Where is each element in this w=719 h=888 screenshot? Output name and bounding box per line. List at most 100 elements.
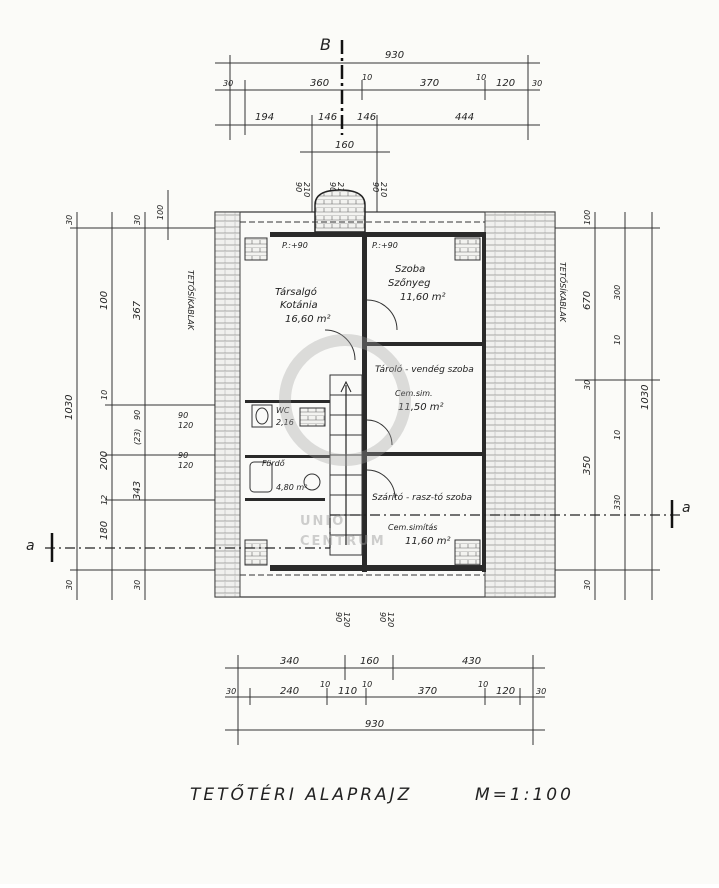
building: P.:+90 P.:+90	[214, 189, 556, 598]
dim-top-r2-c: 10	[362, 73, 372, 82]
dim-right-c1-d: 350	[582, 456, 593, 475]
bathroom-fixtures	[249, 404, 326, 493]
dim-left-c1-c: 30	[65, 580, 74, 590]
dim-right-c3-b: 10	[613, 335, 622, 345]
dim-bot-r2-i: 30	[536, 687, 546, 696]
room-szoba-floor: Szőnyeg	[388, 277, 430, 289]
door-dims-bottom: 90 120 90 120	[334, 612, 395, 627]
dim-top-r3-a: 194	[255, 112, 274, 123]
room-tarsalgo-floor: Kotánia	[280, 299, 318, 311]
room-tarsalgo-area: 16,60 m²	[285, 314, 331, 325]
door-dim-5: 90	[371, 182, 380, 192]
room-szoba-name: Szoba	[395, 264, 425, 275]
door-dim-9: 90	[334, 612, 343, 622]
roof-label-right: TETŐSÍKABLAK	[558, 262, 569, 323]
dim-right-c2: 1030	[640, 385, 651, 410]
dim-left-c2-d: 12	[100, 495, 109, 505]
dim-left-c1-a: 30	[65, 215, 74, 225]
dim-left-c3-c: 90	[133, 410, 142, 420]
room-wc-area: 2,16	[276, 418, 294, 427]
dim-left-c2-c: 200	[99, 451, 110, 470]
dim-right-c3-a: 300	[613, 285, 622, 300]
dim-top-r2-f: 120	[496, 78, 515, 89]
room-wc-name: WC	[276, 406, 290, 415]
dim-top-r2-a: 30	[223, 79, 233, 88]
room-labels: Társalgó Kotánia 16,60 m² Szoba Szőnyeg …	[262, 264, 474, 547]
dim-right-c1-e: 30	[583, 580, 592, 590]
drawing-scale: M=1:100	[475, 785, 574, 805]
top-dimensions: 930 30 360 10 370 10 120 30 194 146 146 …	[215, 50, 542, 215]
door-dim-11: 90	[378, 612, 387, 622]
dim-bot-r2-b: 240	[280, 686, 299, 697]
dim-top-r3-b: 146	[318, 112, 337, 123]
dim-left-c3-b: 367	[132, 300, 143, 320]
dim-left-s4: 120	[178, 461, 193, 470]
dim-top-930: 930	[385, 50, 404, 61]
bottom-dimensions: 340 160 430 30 240 10 110 10 370 10 120 …	[225, 655, 546, 745]
roof-slope-right	[484, 211, 556, 598]
window-label-2: P.:+90	[372, 241, 398, 250]
dim-bot-r2-g: 10	[478, 680, 488, 689]
dim-top-r2-g: 30	[532, 79, 542, 88]
dim-left-c3-a: 30	[133, 215, 142, 225]
dim-left-s2: 120	[178, 421, 193, 430]
room-tarolo-floor: Cem.sim.	[395, 389, 433, 398]
watermark-line1: UNIO	[300, 514, 345, 529]
section-mark-b: B	[320, 35, 344, 135]
dim-bot-r1-a: 340	[280, 656, 299, 667]
window-label-1: P.:+90	[282, 241, 308, 250]
dim-bot-r1-b: 160	[360, 656, 379, 667]
dim-left-c3-d: 343	[132, 481, 143, 500]
dormer	[314, 189, 366, 233]
dim-left-c4: 100	[156, 205, 165, 220]
door-dim-12: 120	[386, 612, 395, 627]
door-dim-10: 120	[342, 612, 351, 627]
room-szarito-area: 11,60 m²	[405, 536, 451, 547]
dim-left-c2-b: 10	[100, 390, 109, 400]
section-label-b: B	[320, 35, 331, 54]
dim-top-r2-b: 360	[310, 78, 329, 89]
section-label-a-right: a	[682, 500, 691, 516]
room-tarolo-area: 11,50 m²	[398, 402, 444, 413]
dim-left-s3: 90	[178, 451, 188, 460]
dim-right-c1-b: 670	[582, 291, 593, 310]
dim-top-r2-e: 10	[476, 73, 486, 82]
dim-bot-r2-c: 10	[320, 680, 330, 689]
room-szarito-floor: Cem.simítás	[388, 523, 437, 532]
dim-top-r3-d: 444	[455, 112, 474, 123]
room-tarolo-name: Tároló - vendég szoba	[375, 364, 474, 375]
dim-bot-r2-d: 110	[338, 686, 357, 697]
dim-right-c3-c: 10	[613, 430, 622, 440]
room-tarsalgo-name: Társalgó	[275, 286, 317, 298]
door-dim-6: 210	[379, 182, 388, 197]
dim-top-r3-c: 146	[357, 112, 376, 123]
room-szarito-name: Szárító - rasz-tó szoba	[372, 492, 472, 503]
dim-top-r2-d: 370	[420, 78, 439, 89]
room-furdo-area: 4,80 m²	[276, 483, 308, 492]
dim-left-c1-b: 1030	[64, 395, 75, 420]
roof-slope-left	[214, 211, 241, 598]
dim-left-s5: (23)	[133, 429, 142, 445]
drawing-title: TETŐTÉRI ALAPRAJZ	[190, 783, 412, 805]
door-dim-1: 90	[294, 182, 303, 192]
section-label-a-left: a	[26, 538, 35, 554]
dim-left-c3-e: 30	[133, 580, 142, 590]
watermark-line2: CENTRUM	[300, 534, 386, 549]
dim-bot-r3: 930	[365, 719, 384, 730]
room-szoba-area: 11,60 m²	[400, 292, 446, 303]
dim-top-r4: 160	[335, 140, 354, 151]
door-dim-3: 90	[328, 182, 337, 192]
room-furdo-name: Fürdő	[262, 459, 285, 468]
dim-left-c2-a: 100	[99, 291, 110, 310]
dim-bot-r1-c: 430	[462, 656, 481, 667]
dim-right-c1-c: 30	[583, 380, 592, 390]
dim-bot-r2-f: 370	[418, 686, 437, 697]
left-dimensions: 30 1030 30 100 10 200 12 180 30 367 90 3…	[64, 190, 215, 600]
watermark: UNIO CENTRUM	[279, 334, 411, 549]
door-dim-2: 210	[302, 182, 311, 197]
roof-label-left: TETŐSÍKABLAK	[186, 270, 197, 331]
dim-left-s1: 90	[178, 411, 188, 420]
section-line-a: a a	[26, 500, 691, 562]
